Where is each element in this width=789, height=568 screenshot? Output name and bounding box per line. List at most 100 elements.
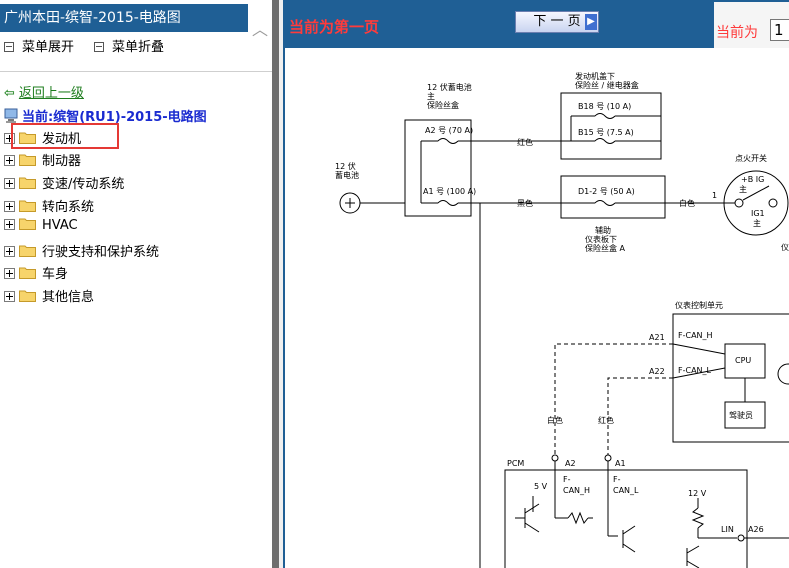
tree-item-steering[interactable]: 转向系统 [4,196,94,216]
label-pcm-f: F- [563,475,571,484]
label-pin-a22: A22 [649,367,665,376]
tree-item-transmission[interactable]: 变速/传动系统 [4,173,124,193]
collapse-icon [94,41,104,52]
back-link[interactable]: ⇦返回上一级 [4,82,84,101]
label-battery-fuse-box: 12 伏蓄电池 [427,82,472,92]
expand-plus-icon[interactable] [4,133,15,144]
fuse-a2-symbol [437,138,459,144]
tree-item-other-info[interactable]: 其他信息 [4,286,94,306]
label-pcm-can-h: CAN_H [563,486,590,495]
label-battery: 蓄电池 [335,170,359,180]
folder-icon [19,267,36,279]
scroll-up-icon[interactable]: ︿ [251,20,268,39]
tree-item-engine[interactable]: 发动机 [4,128,81,148]
page-jump-box: 当前为 [714,2,789,48]
folder-icon [19,200,36,212]
label-fcan-l: F-CAN_L [678,366,712,375]
arrow-right-icon: ▶ [585,14,597,30]
wiring-diagram-canvas: 12 伏蓄电池 主 保险丝盒 A2 号 (70 A) A1 号 (100 A) … [283,48,789,568]
pcm-block [504,469,748,568]
expand-plus-icon[interactable] [4,155,15,166]
folder-icon [19,154,36,166]
label-wire-white-v: 白色 [547,415,563,425]
tree-item-label: 车身 [42,267,69,282]
selection-highlight [11,123,119,149]
label-pin-1: 1 [712,191,717,200]
viewer-left-border [283,48,285,568]
label-fuse-box-a: 保险丝盒 A [585,243,626,253]
tree-item-label: 制动器 [42,154,82,169]
expand-plus-icon[interactable] [4,291,15,302]
label-12v-pcm: 12 V [688,489,707,498]
label-fuse-d12: D1-2 号 (50 A) [578,187,635,196]
label-aux: 辅助 [595,225,611,235]
folder-icon [19,132,36,144]
expand-icon [4,41,14,52]
label-main: 主 [427,91,435,101]
main-fuse-box [404,119,472,217]
label-cpu: CPU [735,356,751,365]
label-plus-b-ig: +B IG [741,175,764,184]
folder-icon [19,290,36,302]
label-pcm-a2: A2 [565,459,576,468]
folder-icon [19,245,36,257]
label-pcm: PCM [507,459,524,468]
computer-icon [4,108,18,123]
menu-collapse-button[interactable]: 菜单折叠 [94,38,164,58]
tree-item-driving-support[interactable]: 行驶支持和保护系统 [4,241,159,261]
tree-item-label: 变速/传动系统 [42,177,125,192]
next-page-label: 下 一 页 [533,14,581,29]
label-wire-red: 红色 [517,137,533,147]
expand-plus-icon[interactable] [4,178,15,189]
label-edge: 仪 [781,243,789,252]
label-instrument-unit: 仪表控制单元 [675,300,723,310]
label-fuse-b18: B18 号 (10 A) [578,102,631,111]
menu-expand-button[interactable]: 菜单展开 [4,38,74,58]
back-link-label: 返回上一级 [18,86,84,101]
label-ign-main: 主 [739,184,747,194]
expand-plus-icon[interactable] [4,219,15,230]
label-wire-black: 黑色 [517,198,533,208]
tree-item-hvac[interactable]: HVAC [4,218,78,238]
label-ignition-switch: 点火开关 [735,153,767,163]
next-page-button[interactable]: 下 一 页 ▶ [515,11,599,33]
label-wire-white: 白色 [679,198,695,208]
tree-item-label: 行驶支持和保护系统 [42,245,160,260]
viewer-header: 当前为第一页 下 一 页 ▶ 当前为 [283,0,789,48]
label-fuse-box: 保险丝盒 [427,100,459,110]
label-fuse-b15: B15 号 (7.5 A) [578,128,634,137]
left-navigation-panel: 广州本田-缤智-2015-电路图 ︿ 菜单展开 菜单折叠 ⇦返回上一级 当前:缤… [0,0,272,568]
label-fuse-a2: A2 号 (70 A) [425,126,473,135]
label-5v: 5 V [534,482,548,491]
label-lin: LIN [721,525,734,534]
current-location-label: 当前:缤智(RU1)-2015-电路图 [22,110,207,125]
label-ign-main-2: 主 [753,218,761,228]
tree-item-label: HVAC [42,218,78,233]
wiring-diagram: 12 伏蓄电池 主 保险丝盒 A2 号 (70 A) A1 号 (100 A) … [283,48,789,568]
splitter-edge [279,0,283,568]
divider [0,71,272,72]
panel-title: 广州本田-缤智-2015-电路图 [0,4,248,32]
panel-splitter[interactable] [272,0,283,568]
label-wire-red-v: 红色 [598,415,614,425]
diagram-viewer: 当前为第一页 下 一 页 ▶ 当前为 [283,0,789,568]
tree-item-brakes[interactable]: 制动器 [4,150,81,170]
expand-plus-icon[interactable] [4,201,15,212]
tree-item-label: 发动机 [42,132,82,147]
tree-item-label: 其他信息 [42,290,95,305]
label-pin-a21: A21 [649,333,665,342]
tree-item-label: 转向系统 [42,200,95,215]
menu-expand-label: 菜单展开 [22,40,75,55]
page-status: 当前为第一页 [289,18,380,36]
tree-item-body[interactable]: 车身 [4,263,68,283]
back-arrow-icon: ⇦ [4,86,15,101]
expand-plus-icon[interactable] [4,246,15,257]
page-number-input[interactable] [770,19,789,41]
label-driver: 驾驶员 [729,410,753,420]
expand-plus-icon[interactable] [4,268,15,279]
current-page-label: 当前为 [716,25,758,41]
underhood-fuse-box [560,92,662,160]
label-fcan-h: F-CAN_H [678,331,713,340]
label-12v: 12 伏 [335,161,356,171]
label-ig1: IG1 [751,209,765,218]
